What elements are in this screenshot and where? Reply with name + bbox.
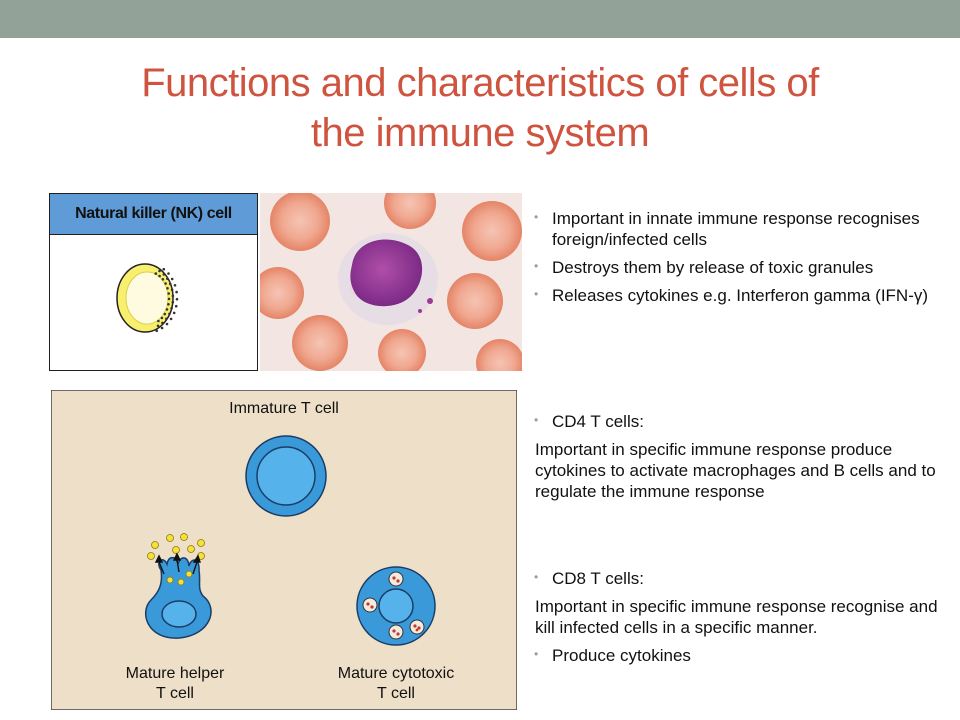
nk-granule xyxy=(158,269,161,273)
nk-granule xyxy=(169,317,173,321)
helper-label-line-2: T cell xyxy=(156,685,194,702)
lymphocyte-nucleus xyxy=(350,239,423,307)
nk-granule xyxy=(154,272,158,275)
nk-granule xyxy=(161,321,164,325)
nk-granule xyxy=(170,277,174,281)
nk-granule xyxy=(170,307,173,310)
nk-granule xyxy=(167,272,170,275)
bullet-item: Releases cytokines e.g. Interferon gamma… xyxy=(532,284,932,306)
t-cell-diagram: Immature T cell Mature helper T cell xyxy=(51,390,517,710)
cd8-extra-bullet: Produce cytokines xyxy=(532,644,947,666)
nk-granule xyxy=(172,311,176,315)
nk-granule xyxy=(165,308,169,311)
nk-granule xyxy=(155,329,158,332)
nk-granule xyxy=(160,326,164,330)
nk-granule xyxy=(168,312,171,316)
cd4-heading: CD4 T cells: xyxy=(532,410,947,432)
cd8-heading: CD8 T cells: xyxy=(532,567,947,589)
nk-granule xyxy=(173,284,177,287)
nk-granule xyxy=(167,303,170,306)
nk-cell-bullets: Important in innate immune response reco… xyxy=(532,207,932,313)
title-line-2: the immune system xyxy=(310,111,650,155)
nk-granule xyxy=(160,316,164,320)
nk-granule xyxy=(175,297,179,301)
mature-helper-t-cell xyxy=(145,533,212,639)
slide-title: Functions and characteristics of cells o… xyxy=(60,58,900,158)
cd4-section: CD4 T cells: Important in specific immun… xyxy=(532,410,947,509)
nk-cell-illustration xyxy=(116,263,179,333)
nk-cell-nucleus xyxy=(125,271,169,325)
nk-granule xyxy=(168,282,172,286)
nk-granule xyxy=(167,292,170,295)
title-line-1: Functions and characteristics of cells o… xyxy=(141,61,819,105)
nk-granule xyxy=(162,267,166,271)
immature-t-cell xyxy=(245,435,327,517)
bullet-item: Important in innate immune response reco… xyxy=(532,207,932,250)
nk-cell-header: Natural killer (NK) cell xyxy=(50,194,257,235)
cytotoxic-label-line-2: T cell xyxy=(377,685,415,702)
mature-cytotoxic-t-cell xyxy=(356,566,436,646)
immature-t-cell-label: Immature T cell xyxy=(229,400,339,417)
nk-granule xyxy=(175,290,178,294)
top-accent-bar xyxy=(0,0,960,38)
cd8-section: CD8 T cells: Important in specific immun… xyxy=(532,567,947,673)
nk-granule xyxy=(156,324,160,328)
nk-granule xyxy=(171,300,175,304)
nk-granule xyxy=(166,287,169,290)
nk-granule xyxy=(165,322,169,326)
nk-granule xyxy=(165,317,168,321)
nk-granule xyxy=(171,294,175,298)
nk-granule xyxy=(164,282,167,285)
nk-granule xyxy=(166,277,169,280)
nk-granule xyxy=(174,304,178,308)
nk-granule xyxy=(170,288,174,291)
nk-granule xyxy=(162,273,166,276)
nk-cell-diagram: Natural killer (NK) cell xyxy=(49,193,258,371)
nk-cell-micrograph xyxy=(260,193,522,371)
nk-granule xyxy=(161,278,165,281)
cytotoxic-label-line-1: Mature cytotoxic xyxy=(338,665,454,682)
nk-granules xyxy=(154,267,179,332)
nk-granule xyxy=(163,312,167,316)
cd8-description: Important in specific immune response re… xyxy=(535,597,938,637)
nk-granule xyxy=(158,274,161,278)
helper-label-line-1: Mature helper xyxy=(126,665,225,682)
cd4-description: Important in specific immune response pr… xyxy=(535,440,936,501)
nk-granule xyxy=(167,297,171,301)
bullet-item: Destroys them by release of toxic granul… xyxy=(532,256,932,278)
nk-granule xyxy=(157,319,160,323)
